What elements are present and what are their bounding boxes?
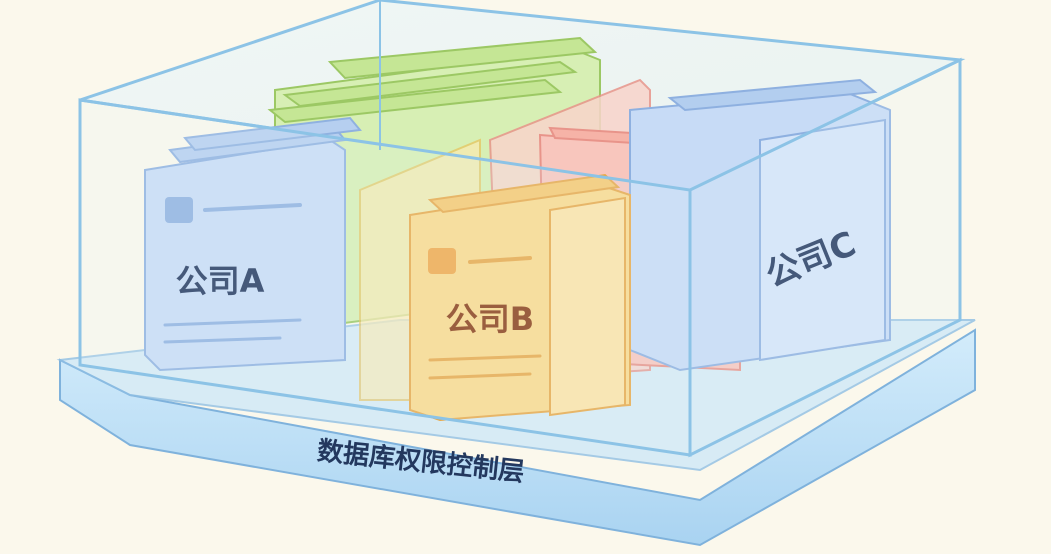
company-a-label: 公司A xyxy=(176,262,265,300)
glass-box-front xyxy=(78,0,962,458)
company-b-label: 公司B xyxy=(446,300,534,338)
company-b-stack: 公司B xyxy=(409,173,631,422)
company-a-doc-icon xyxy=(165,197,193,223)
company-b-doc-icon xyxy=(428,248,456,274)
company-a-stack: 公司A xyxy=(144,116,362,372)
